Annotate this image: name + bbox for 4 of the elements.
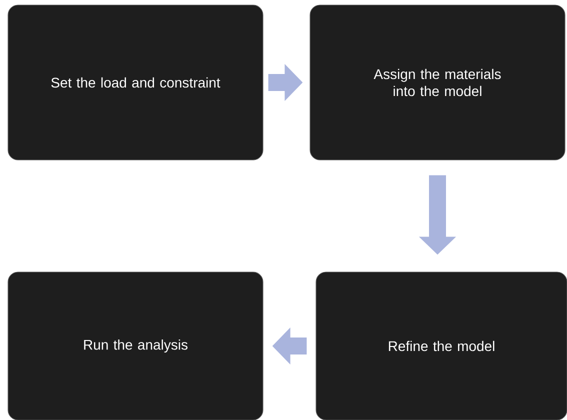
process-box: Set the load and constraint — [8, 4, 264, 160]
process-box: Refine the model — [316, 272, 567, 420]
process-box: Assign the materials into the model — [310, 4, 566, 160]
process-box: Run the analysis — [8, 272, 264, 420]
